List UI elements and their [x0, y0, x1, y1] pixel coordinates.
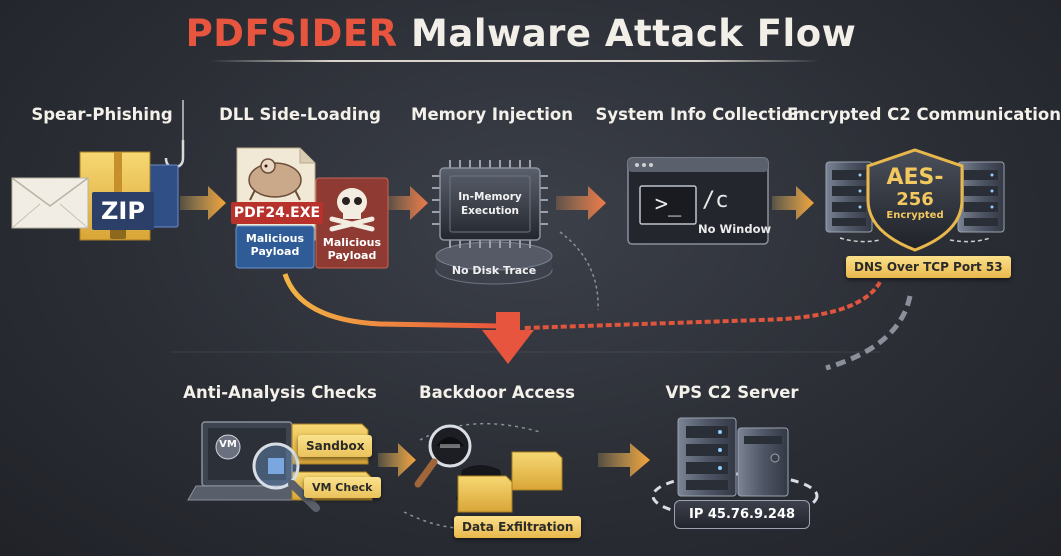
prompt-box — [639, 185, 697, 225]
cpu-chip-icon — [439, 167, 541, 241]
fishing-hook-icon — [164, 140, 185, 169]
encrypted-c2-icon — [825, 148, 1005, 252]
envelope-icon — [11, 177, 89, 229]
flow-arrow-5 — [378, 443, 416, 477]
zip-label-bg — [92, 192, 154, 230]
shield-encrypted-label: Encrypted — [886, 210, 944, 221]
vps-ip-label: IP 45.76.9.248 — [674, 500, 811, 529]
stage-label-backdoor: Backdoor Access — [419, 383, 575, 402]
payload-blue-card — [235, 225, 315, 269]
shield-256-label: 256 — [896, 189, 934, 210]
title-accent: PDFSIDER — [185, 12, 398, 55]
data-exfiltration-tag: Data Exfiltration — [454, 516, 582, 538]
dns-tcp-tag: DNS Over TCP Port 53 — [846, 256, 1011, 278]
terminal-prompt: >_ — [654, 192, 682, 217]
flow-arrow-6 — [598, 443, 650, 477]
dashed-flow-vps — [825, 295, 913, 371]
merge-down-arrow — [482, 312, 534, 364]
dll-sideloading-icon — [231, 147, 389, 269]
zip-label: ZIP — [101, 197, 145, 225]
no-disk-trace-label: No Disk Trace — [451, 264, 537, 277]
server-left-icon — [825, 161, 873, 233]
chip-pins — [432, 160, 548, 248]
vps-server-icon — [651, 417, 819, 520]
stage-label-system-info: System Info Collection — [595, 105, 805, 124]
exe-label: PDF24.EXE — [233, 205, 321, 221]
payload-red-label: Malicious Payload — [322, 236, 382, 262]
terminal-cmd: /c — [702, 188, 729, 213]
payload-blue-label: Malicious Payload — [245, 232, 305, 258]
stage-label-anti-analysis: Anti-Analysis Checks — [183, 383, 377, 402]
chip-text-line2: Execution — [460, 205, 520, 217]
curve-flow-dll — [282, 273, 501, 329]
stage-label-spear-phishing: Spear-Phishing — [31, 105, 173, 124]
creature-icon — [248, 158, 302, 201]
network-links — [839, 237, 991, 243]
server-right-icon — [957, 161, 1005, 233]
sandbox-tag: Sandbox — [298, 435, 373, 457]
flow-arrow-2 — [388, 186, 428, 220]
dotted-flow-memory — [559, 231, 599, 311]
title-rest: Malware Attack Flow — [397, 12, 857, 55]
laptop-base — [187, 485, 309, 501]
shield-icon — [866, 148, 964, 252]
stage-label-vps-c2: VPS C2 Server — [665, 383, 799, 402]
skull-icon — [329, 188, 375, 232]
vm-check-tag: VM Check — [304, 477, 381, 498]
diagram-title: PDFSIDER Malware Attack Flow — [0, 12, 1042, 55]
shield-aes-label: AES- — [886, 165, 944, 190]
flow-arrow-4 — [772, 186, 814, 220]
memory-injection-icon — [432, 160, 553, 285]
no-window-label: No Window — [698, 222, 772, 236]
spear-phishing-icon — [11, 100, 185, 241]
exe-banner — [231, 202, 323, 224]
vm-badge-label: VM — [219, 439, 237, 450]
vm-badge — [215, 434, 241, 460]
dashed-flow-c2 — [523, 280, 882, 330]
stage-label-encrypted-c2: Encrypted C2 Communication — [787, 105, 1061, 124]
flow-arrow-1 — [180, 186, 226, 220]
backdoor-icon — [403, 422, 563, 529]
chip-text-line1: In-Memory — [458, 191, 522, 203]
backdoor-folder-2 — [457, 475, 513, 513]
chip-text: In-Memory Execution — [450, 190, 530, 218]
terminal-window-icon — [627, 157, 769, 245]
stage-label-dll-sideloading: DLL Side-Loading — [219, 105, 381, 124]
stage-label-memory-injection: Memory Injection — [411, 105, 573, 124]
title-underline — [210, 60, 820, 62]
flow-arrow-3 — [556, 186, 606, 220]
backdoor-folder-1 — [511, 451, 563, 491]
